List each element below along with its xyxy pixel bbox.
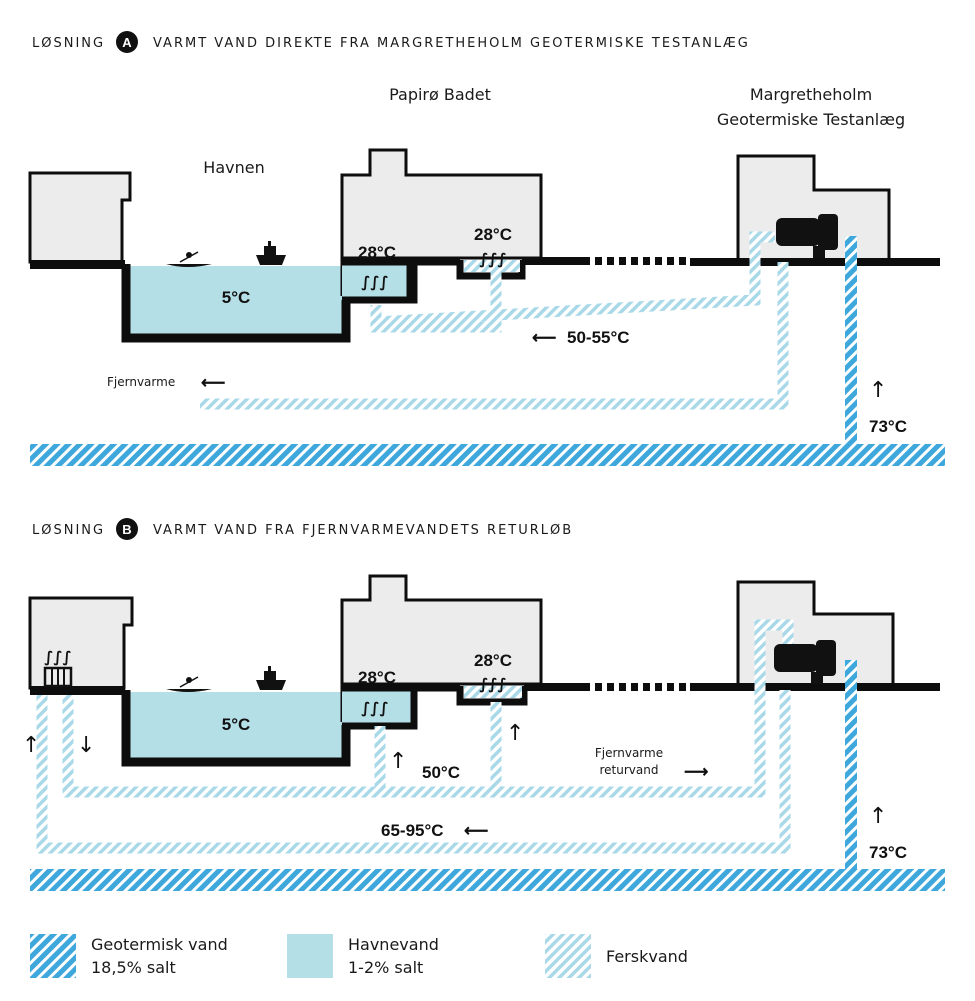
temp-pool2-a: 28°C: [474, 225, 512, 244]
arrow-up-icon: ↑: [22, 733, 40, 758]
arrow-left-icon: ⟵: [201, 373, 225, 392]
ground-left-b: [30, 686, 125, 695]
pool2-water-a: [464, 260, 520, 272]
kayak-icon: [166, 251, 212, 267]
steam-icon: ∫∫∫: [44, 648, 71, 666]
harbour-water-a: [126, 266, 342, 336]
temp-mid-b: 50°C: [422, 763, 460, 782]
section-a-title: VARMT VAND DIREKTE FRA MARGRETHEHOLM GEO…: [153, 36, 750, 51]
pool1-water-b: [342, 690, 414, 726]
legend-geo-line1: Geotermisk vand: [91, 935, 228, 954]
steam-icon: ∫∫∫: [361, 273, 388, 291]
label-fjernvarme-a: Fjernvarme: [107, 375, 175, 389]
ship-icon: [256, 666, 286, 690]
steam-icon: ∫∫∫: [361, 699, 388, 717]
plant-building-a: [736, 154, 891, 262]
pool1-a: [342, 258, 418, 304]
papiroe-building-a: [340, 148, 543, 296]
left-building: [28, 171, 132, 264]
label-papiroe-badet: Papirø Badet: [389, 85, 491, 104]
temp-pool1-a: 28°C: [358, 243, 396, 262]
legend-swatch-fresh: [545, 934, 591, 978]
section-b-title: VARMT VAND FRA FJERNVARMEVANDETS RETURLØ…: [153, 523, 573, 538]
arrow-down-icon: ↓: [77, 733, 95, 758]
ground-left: [30, 260, 125, 269]
temp-harbour-b: 5°C: [222, 715, 251, 734]
legend-harbour-line1: Havnevand: [348, 935, 439, 954]
ship-icon: [256, 241, 286, 265]
legend-geo-line2: 18,5% salt: [91, 958, 176, 977]
return-pipe-outer-b: [36, 690, 791, 854]
arrow-left-icon: ⟵: [464, 821, 488, 840]
radiator-icon: [43, 666, 73, 688]
kayak-icon: [166, 676, 212, 692]
temp-geo-b: 73°C: [869, 843, 907, 862]
section-b-badge-circle: [116, 518, 138, 540]
temp-geo-a: 73°C: [869, 417, 907, 436]
arrow-right-icon: ⟶: [684, 762, 708, 781]
legend-swatch-geothermal: [30, 934, 76, 978]
steam-icon: ∫∫∫: [479, 250, 506, 268]
pool1-water-a: [342, 264, 414, 300]
legend-swatch-harbour: [287, 934, 333, 978]
section-a: LØSNING A VARMT VAND DIREKTE FRA MARGRET…: [28, 31, 945, 466]
section-b-badge: B: [122, 522, 131, 537]
arrow-left-icon: ⟵: [532, 328, 556, 347]
arrow-up-icon: ↑: [869, 804, 887, 829]
temp-pipe-a: 50-55°C: [567, 328, 630, 347]
legend-fresh: Ferskvand: [606, 947, 688, 966]
legend-harbour-line2: 1-2% salt: [348, 958, 423, 977]
label-returvand-line2: returvand: [600, 763, 659, 777]
temp-return-b: 65-95°C: [381, 821, 444, 840]
label-plant-line1: Margretheholm: [750, 85, 872, 104]
temp-pool1-b: 28°C: [358, 668, 396, 687]
section-a-badge-circle: [116, 31, 138, 53]
arrow-up-icon: ↑: [506, 721, 524, 746]
steam-icon: ∫∫∫: [479, 675, 506, 693]
legend: Geotermisk vand 18,5% salt Havnevand 1-2…: [30, 934, 688, 978]
label-havnen: Havnen: [203, 158, 264, 177]
pump-icon: [774, 640, 836, 684]
label-returvand-line1: Fjernvarme: [595, 746, 663, 760]
section-b: LØSNING B VARMT VAND FRA FJERNVARMEVANDE…: [22, 518, 945, 891]
freshwater-pipe-a: [375, 231, 775, 328]
arrow-up-icon: ↑: [389, 749, 407, 774]
section-a-badge: A: [122, 35, 132, 50]
harbour-water-b: [126, 692, 342, 760]
pump-icon: [776, 214, 838, 258]
fjernvarme-pipe-a: [200, 262, 789, 410]
section-a-prefix: LØSNING: [32, 36, 105, 51]
pool2-water-b: [464, 686, 522, 698]
label-plant-line2: Geotermiske Testanlæg: [717, 110, 905, 129]
temp-pool2-b: 28°C: [474, 651, 512, 670]
papiroe-building-b: [340, 574, 543, 722]
pool-feed-pipe-a: [370, 270, 502, 333]
return-pipe-inner-b: [62, 619, 794, 798]
arrow-up-icon: ↑: [869, 378, 887, 403]
section-b-prefix: LØSNING: [32, 523, 105, 538]
temp-harbour-a: 5°C: [222, 288, 251, 307]
